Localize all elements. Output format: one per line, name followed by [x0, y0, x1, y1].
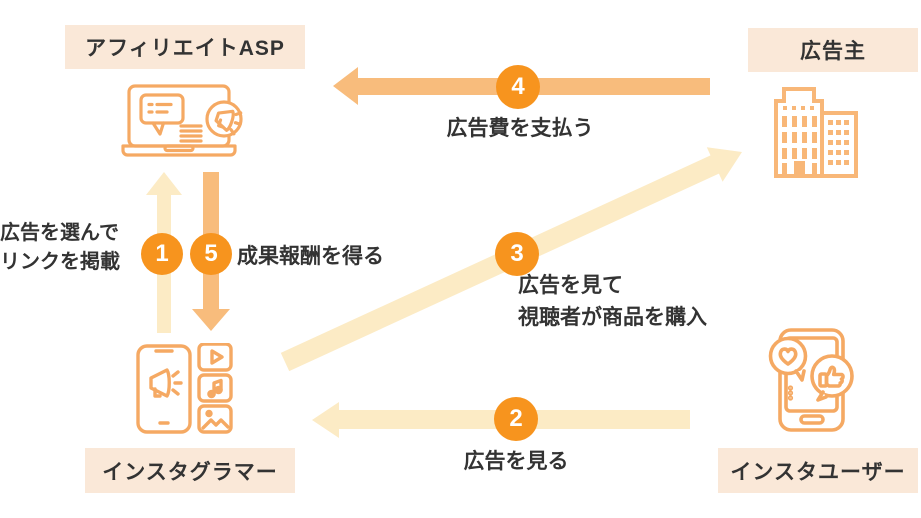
badge-step5: 5 [190, 233, 232, 275]
caption-step2: 広告を見る [416, 446, 616, 478]
caption-step3: 広告を見て 視聴者が商品を購入 [518, 270, 707, 334]
smartphone-megaphone-media-icon [136, 343, 233, 434]
node-label-instagrammer: インスタグラマー [85, 448, 295, 493]
office-building-icon [774, 87, 858, 178]
caption-step2-text: 広告を見る [463, 450, 569, 473]
badge-step5-number: 5 [204, 240, 218, 267]
node-label-instagrammer-text: インスタグラマー [102, 460, 278, 484]
node-label-asp: アフィリエイトASP [65, 25, 305, 69]
caption-step4: 広告費を支払う [390, 113, 650, 145]
caption-step1-line1: 広告を選んで [0, 222, 119, 244]
caption-step5-text: 成果報酬を得る [237, 245, 384, 268]
node-label-insta-user-text: インスタユーザー [730, 460, 906, 484]
node-label-advertiser-text: 広告主 [800, 40, 866, 63]
caption-step3-line1: 広告を見て [518, 274, 623, 297]
badge-step1: 1 [141, 233, 183, 275]
badge-step3: 3 [495, 232, 539, 276]
badge-step3-number: 3 [510, 240, 524, 267]
badge-step2-number: 2 [509, 405, 523, 432]
caption-step3-line2: 視聴者が商品を購入 [518, 306, 707, 329]
node-label-advertiser: 広告主 [748, 28, 918, 72]
badge-step2: 2 [494, 397, 538, 441]
laptop-chat-megaphone-icon [121, 84, 243, 157]
badge-step4-number: 4 [511, 73, 525, 100]
caption-step1-line2: リンクを掲載 [0, 251, 120, 273]
caption-step4-text: 広告費を支払う [446, 117, 594, 140]
badge-step1-number: 1 [155, 240, 169, 267]
node-label-asp-text: アフィリエイトASP [85, 37, 285, 60]
caption-step1: 広告を選んで リンクを掲載 [0, 219, 140, 277]
badge-step4: 4 [496, 65, 540, 109]
smartphone-reactions-icon [768, 328, 854, 432]
node-label-insta-user: インスタユーザー [718, 448, 918, 493]
caption-step5: 成果報酬を得る [237, 241, 384, 273]
